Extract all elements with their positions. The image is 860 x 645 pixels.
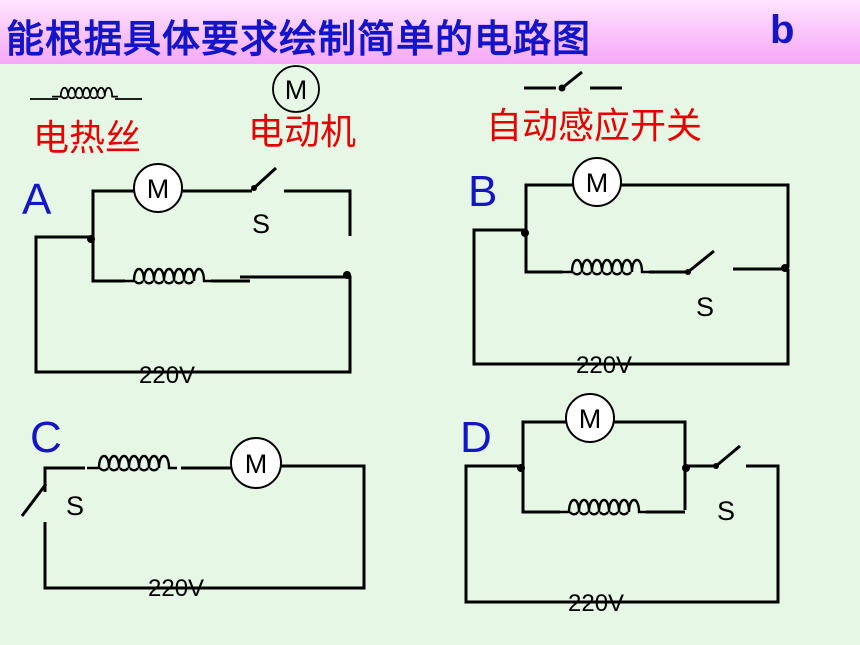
heater-coil-icon xyxy=(85,454,179,472)
heater-label: 电热丝 xyxy=(33,118,141,159)
legend-motor: M 电动机 xyxy=(248,65,356,153)
voltage-label: 220V xyxy=(139,362,195,389)
circuit-b: B M S 220V xyxy=(468,157,790,379)
junction-dot xyxy=(517,464,525,472)
title-suffix: b xyxy=(770,8,795,52)
voltage-label: 220V xyxy=(576,352,632,379)
switch-label: S xyxy=(696,292,714,322)
circuit-a: A M S 220V xyxy=(22,163,352,389)
legend-sensor-switch: 自动感应开关 xyxy=(486,70,702,147)
wire xyxy=(464,464,780,604)
motor-symbol: M xyxy=(285,75,308,105)
motor-symbol: M xyxy=(147,174,170,204)
wire xyxy=(472,228,790,366)
switch-label: S xyxy=(252,209,270,239)
switch-blade-icon xyxy=(561,70,583,90)
junction-dot xyxy=(87,235,95,243)
motor-symbol: M xyxy=(245,449,268,479)
junction-dot xyxy=(521,229,529,237)
legend-heater: 电热丝 xyxy=(30,86,142,159)
wire xyxy=(621,183,790,268)
switch-icon xyxy=(715,444,741,468)
sensor-switch-label: 自动感应开关 xyxy=(486,106,702,147)
wire xyxy=(521,466,560,514)
motor-symbol: M xyxy=(579,404,602,434)
junction-dot xyxy=(781,264,789,272)
switch-label: S xyxy=(66,491,84,521)
circuit-c: C M S 220V xyxy=(20,413,366,602)
motor-label: 电动机 xyxy=(248,112,356,153)
wire xyxy=(34,235,352,374)
motor-icon xyxy=(230,437,282,489)
motor-icon xyxy=(572,157,622,207)
wire xyxy=(521,420,566,466)
wire xyxy=(91,189,134,235)
wire xyxy=(524,230,563,274)
circuit-letter: A xyxy=(22,175,52,224)
wire xyxy=(43,464,366,590)
wire xyxy=(524,183,574,230)
circuit-d: D M S 220V xyxy=(460,393,780,617)
wire xyxy=(284,189,352,236)
heater-coil-icon xyxy=(558,258,652,276)
heater-coil-icon xyxy=(120,267,214,285)
circuit-letter: D xyxy=(460,413,492,462)
voltage-label: 220V xyxy=(568,590,624,617)
switch-icon xyxy=(20,483,48,517)
motor-icon xyxy=(272,65,320,113)
wire xyxy=(91,235,125,283)
voltage-label: 220V xyxy=(148,575,204,602)
switch-icon xyxy=(687,249,715,274)
page-title: 能根据具体要求绘制简单的电路图 xyxy=(6,17,592,61)
heater-coil-icon xyxy=(555,498,649,516)
junction-dot xyxy=(682,464,690,472)
wire xyxy=(614,420,687,510)
motor-icon xyxy=(565,393,615,443)
heater-coil-icon xyxy=(50,86,120,100)
switch-icon xyxy=(252,166,278,190)
title-bar: 能根据具体要求绘制简单的电路图 b xyxy=(0,0,860,64)
wire xyxy=(43,466,85,492)
switch-label: S xyxy=(717,496,735,526)
circuit-letter: C xyxy=(30,413,62,462)
junction-dot xyxy=(343,271,351,279)
motor-icon xyxy=(133,163,183,213)
motor-symbol: M xyxy=(586,168,609,198)
circuit-letter: B xyxy=(468,167,497,216)
